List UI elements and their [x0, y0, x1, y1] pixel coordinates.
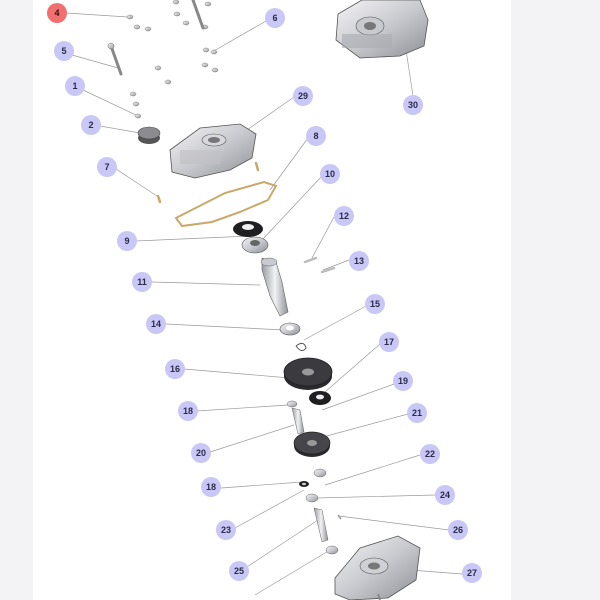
- callout-30[interactable]: 30: [403, 95, 423, 115]
- callout-18[interactable]: 18: [178, 401, 198, 421]
- callout-26[interactable]: 26: [448, 520, 468, 540]
- part-27-lower-housing: [334, 535, 421, 600]
- callout-29[interactable]: 29: [293, 86, 313, 106]
- part-25-shaft: [313, 507, 329, 543]
- part-16-gear: [283, 357, 333, 390]
- callout-16[interactable]: 16: [165, 359, 185, 379]
- long-bolts: [109, 0, 205, 76]
- callout-19[interactable]: 19: [393, 371, 413, 391]
- part-9-seal: [233, 221, 263, 237]
- leader-lines: [65, 12, 463, 596]
- part-21-gear: [293, 431, 331, 457]
- part-8-gasket: [174, 180, 278, 228]
- callout-7[interactable]: 7: [97, 157, 117, 177]
- part-18-bearing: [286, 400, 298, 408]
- part-15-clip: [295, 342, 307, 352]
- callout-25[interactable]: 25: [229, 561, 249, 581]
- callout-20[interactable]: 20: [191, 443, 211, 463]
- part-20-shaft: [291, 407, 305, 435]
- callout-24[interactable]: 24: [435, 485, 455, 505]
- hardware-cluster: [126, 0, 219, 119]
- callout-1[interactable]: 1: [65, 76, 85, 96]
- callout-2[interactable]: 2: [81, 115, 101, 135]
- part-14-washer: [279, 322, 301, 336]
- callout-8[interactable]: 8: [306, 126, 326, 146]
- callout-18b[interactable]: 18: [201, 477, 221, 497]
- callout-13[interactable]: 13: [349, 251, 369, 271]
- callout-27[interactable]: 27: [462, 563, 482, 583]
- callout-12[interactable]: 12: [334, 206, 354, 226]
- part-26-pin: [337, 514, 342, 520]
- part-17-seal: [309, 391, 331, 405]
- callout-4[interactable]: 4: [47, 3, 67, 23]
- part-30-top-housing: [335, 0, 429, 59]
- part-18b-ring: [299, 481, 309, 487]
- lower-bearing: [325, 545, 339, 555]
- callout-17[interactable]: 17: [379, 332, 399, 352]
- callout-15[interactable]: 15: [365, 294, 385, 314]
- callout-6[interactable]: 6: [265, 8, 285, 28]
- part-10-bearing: [241, 236, 269, 254]
- callout-11[interactable]: 11: [132, 272, 152, 292]
- part-11-shaft: [260, 257, 289, 317]
- pins-7: [156, 161, 260, 204]
- callout-23[interactable]: 23: [216, 520, 236, 540]
- pins-12-13: [303, 256, 336, 274]
- part-29-upper-housing: [169, 123, 257, 179]
- callout-22[interactable]: 22: [420, 444, 440, 464]
- lower-bolt: [377, 593, 381, 600]
- callout-10[interactable]: 10: [320, 164, 340, 184]
- callout-14[interactable]: 14: [146, 314, 166, 334]
- callout-5[interactable]: 5: [54, 41, 74, 61]
- part-22-washer: [313, 468, 327, 478]
- callout-9[interactable]: 9: [117, 231, 137, 251]
- part-24-washer: [305, 493, 319, 503]
- callout-21[interactable]: 21: [407, 403, 427, 423]
- part-2-cap: [137, 126, 161, 144]
